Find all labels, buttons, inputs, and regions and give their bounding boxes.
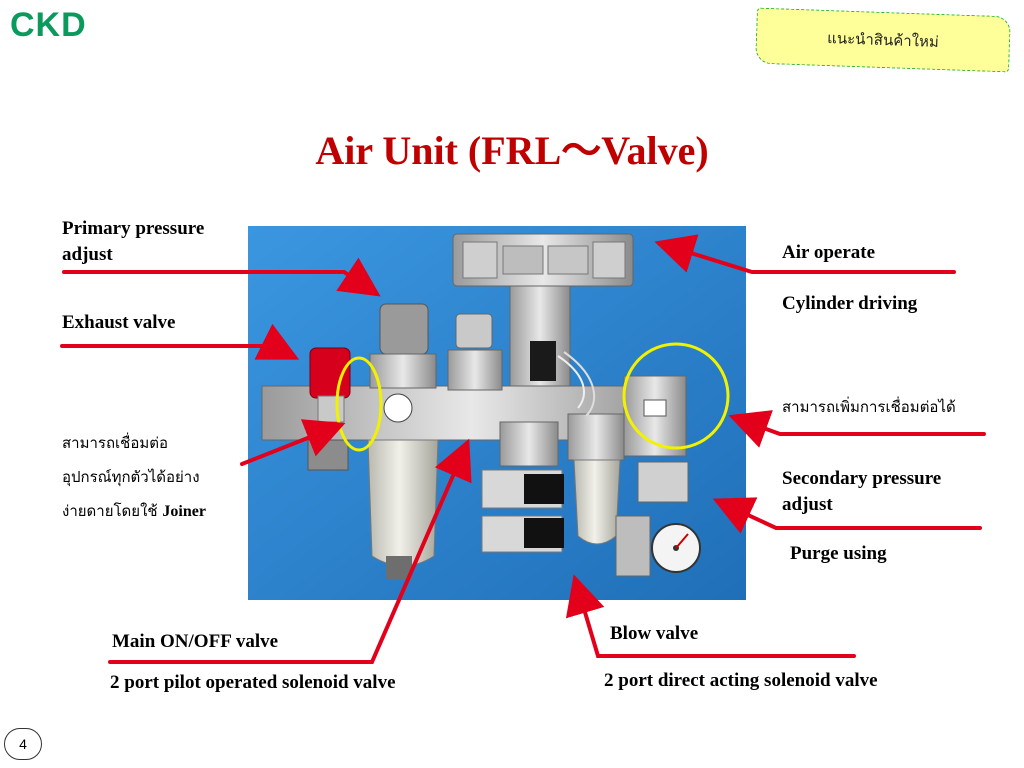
thai-joiner-line1: สามารถเชื่อมต่อ	[62, 434, 168, 452]
label-direct-solenoid: 2 port direct acting solenoid valve	[604, 670, 878, 691]
thai-joiner-line3-text: ง่ายดายโดยใช้	[62, 502, 158, 520]
label-secondary-pressure-line1: Secondary pressure	[782, 468, 942, 489]
label-purge-using: Purge using	[790, 543, 887, 564]
thai-joiner-line3: ง่ายดายโดยใช้ Joiner	[62, 494, 206, 529]
label-primary-pressure-line2: adjust	[62, 244, 113, 265]
label-blow-valve: Blow valve	[610, 623, 699, 644]
label-pilot-solenoid: 2 port pilot operated solenoid valve	[110, 672, 396, 693]
label-thai-joiner: สามารถเชื่อมต่อ อุปกรณ์ทุกตัวได้อย่าง ง่…	[62, 426, 206, 529]
ckd-logo: CKD	[10, 6, 87, 44]
product-photo	[248, 226, 746, 600]
label-secondary-pressure-line2: adjust	[782, 494, 833, 515]
air-unit-illustration	[248, 226, 746, 600]
label-cylinder-driving: Cylinder driving	[782, 293, 918, 314]
new-product-badge: แนะนำสินค้าใหม่	[755, 7, 1011, 73]
label-primary-pressure: Primary pressure adjust	[62, 216, 204, 268]
page-number: 4	[4, 728, 42, 760]
joiner-word: Joiner	[162, 503, 206, 520]
label-exhaust-valve: Exhaust valve	[62, 312, 176, 333]
label-air-operate: Air operate	[782, 242, 876, 263]
badge-text: แนะนำสินค้าใหม่	[826, 29, 940, 51]
label-thai-add-connection: สามารถเพิ่มการเชื่อมต่อได้	[782, 398, 956, 416]
label-primary-pressure-line1: Primary pressure	[62, 218, 205, 239]
label-secondary-pressure: Secondary pressure adjust	[782, 466, 941, 518]
thai-joiner-line2: อุปกรณ์ทุกตัวได้อย่าง	[62, 468, 200, 486]
slide-title: Air Unit (FRL～Valve)	[315, 128, 709, 173]
label-main-onoff-valve: Main ON/OFF valve	[112, 631, 279, 652]
